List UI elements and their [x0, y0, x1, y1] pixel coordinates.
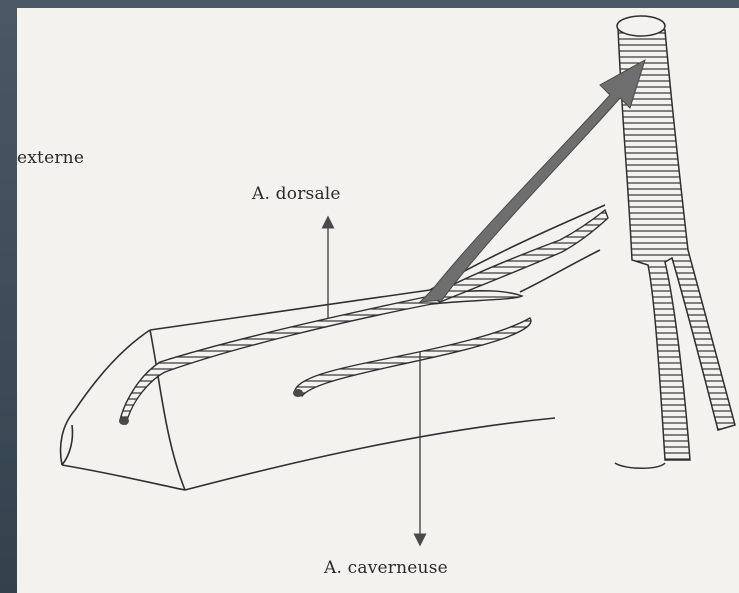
label-a-dorsale: A. dorsale: [252, 184, 341, 204]
dorsal-artery: [120, 291, 522, 424]
anatomy-diagram: [17, 8, 739, 593]
cavernous-artery-end: [293, 389, 303, 397]
label-a-caverneuse: A. caverneuse: [324, 558, 448, 578]
cavernous-artery: [295, 318, 531, 396]
arterial-branch: [430, 210, 608, 302]
organ-outline: [61, 205, 605, 490]
label-externe: externe: [17, 148, 84, 168]
dorsal-artery-end: [119, 417, 129, 425]
iliac-trunk: [618, 28, 735, 460]
diagram-paper: externe A. dorsale A. caverneuse: [17, 8, 739, 593]
vessel-opening: [617, 16, 665, 36]
flow-arrow: [420, 60, 645, 302]
